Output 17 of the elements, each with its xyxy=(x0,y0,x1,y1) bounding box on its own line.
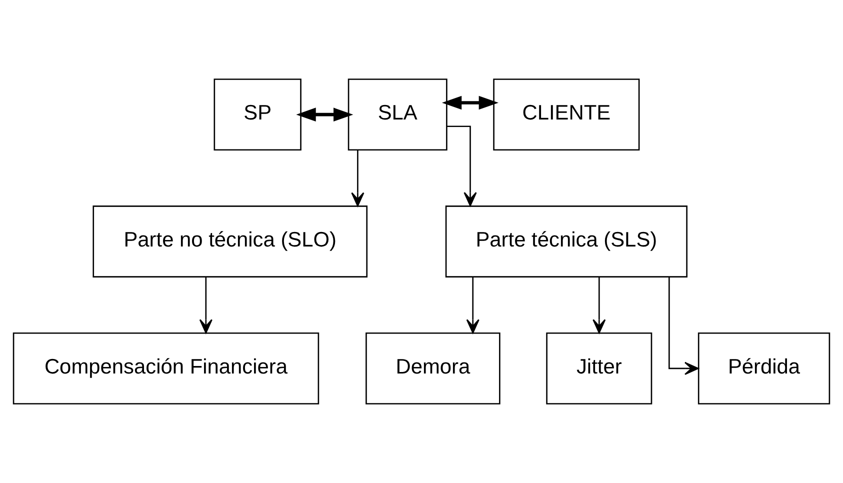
node-box: Parte no técnica (SLO) xyxy=(92,206,368,278)
arrow xyxy=(199,276,212,334)
node-box: SLA xyxy=(348,78,448,151)
node-box: Pérdida xyxy=(698,332,830,404)
node-box: Parte técnica (SLS) xyxy=(445,206,688,278)
arrow xyxy=(351,150,364,207)
node-box: Jitter xyxy=(546,332,652,404)
arrow xyxy=(466,276,480,334)
node-box: SP xyxy=(214,78,302,151)
arrow xyxy=(592,276,606,334)
node-box: CLIENTE xyxy=(493,78,640,151)
node-box: Demora xyxy=(366,332,500,404)
arrow xyxy=(442,96,498,110)
node-box: Compensación Financiera xyxy=(12,332,320,404)
arrow xyxy=(446,126,477,206)
arrow xyxy=(668,276,699,375)
arrow xyxy=(296,108,354,122)
